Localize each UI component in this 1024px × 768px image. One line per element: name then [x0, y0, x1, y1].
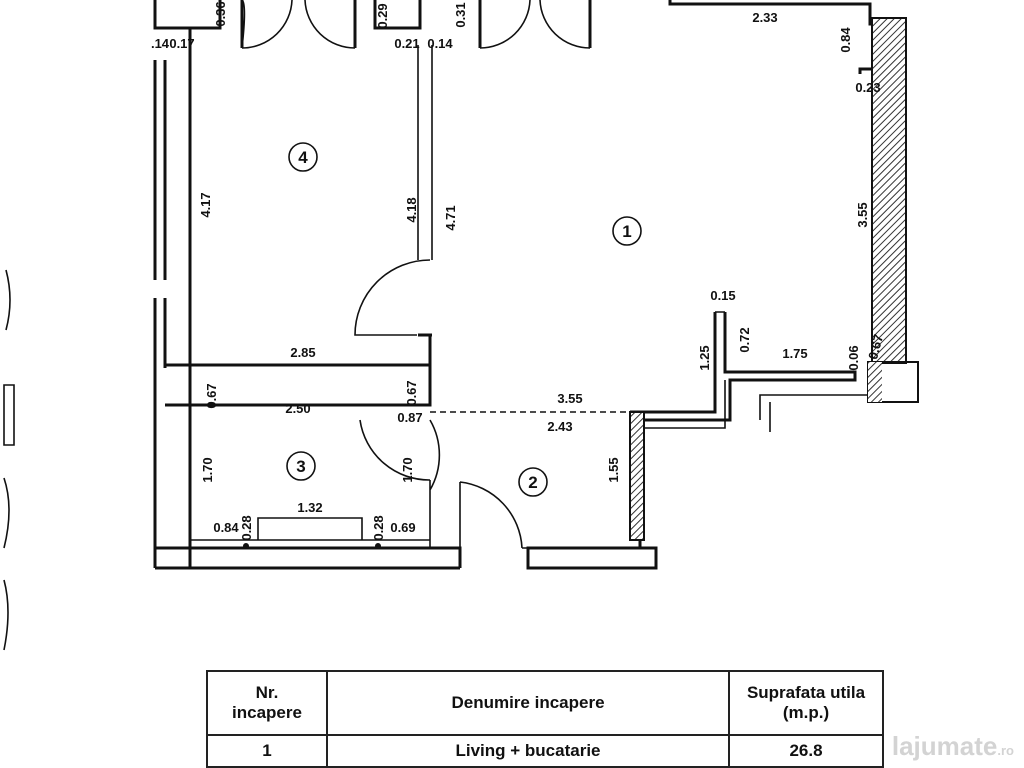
svg-text:4.18: 4.18: [404, 197, 419, 222]
watermark-tld: .ro: [997, 743, 1014, 758]
svg-text:1.25: 1.25: [697, 345, 712, 370]
cell-room-number: 1: [206, 734, 328, 768]
room-number-3: 3: [286, 451, 316, 481]
svg-text:0.23: 0.23: [855, 80, 880, 95]
svg-text:0.29: 0.29: [375, 3, 390, 28]
room-number-2: 2: [518, 467, 548, 497]
svg-text:1.70: 1.70: [400, 457, 415, 482]
svg-text:0.31: 0.31: [453, 2, 468, 27]
svg-text:.14: .14: [151, 36, 170, 51]
svg-text:3: 3: [296, 457, 305, 476]
svg-text:0.67: 0.67: [204, 383, 219, 408]
table-row: 1 Living + bucatarie 26.8: [206, 734, 884, 768]
svg-text:1.70: 1.70: [200, 457, 215, 482]
svg-text:1.55: 1.55: [606, 457, 621, 482]
svg-text:1.75: 1.75: [782, 346, 807, 361]
room-number-4: 4: [288, 142, 318, 172]
table-header-row: Nr. incapere Denumire incapere Suprafata…: [206, 670, 884, 736]
svg-text:0.15: 0.15: [710, 288, 735, 303]
svg-text:1: 1: [622, 222, 631, 241]
walls: [153, 0, 919, 570]
svg-text:0.06: 0.06: [846, 345, 861, 370]
svg-text:0.28: 0.28: [371, 515, 386, 540]
svg-text:4.17: 4.17: [198, 192, 213, 217]
dimension-labels: 2.33 0.84 0.23 .14 0.17 0.21 0.14 0.36 0…: [151, 1, 886, 540]
svg-text:0.69: 0.69: [390, 520, 415, 535]
header-room-name: Denumire incapere: [326, 670, 730, 736]
svg-text:0.72: 0.72: [737, 327, 752, 352]
svg-text:0.17: 0.17: [169, 36, 194, 51]
left-edge-fragments: [3, 269, 15, 651]
svg-text:2.33: 2.33: [752, 10, 777, 25]
svg-text:2.85: 2.85: [290, 345, 315, 360]
svg-text:0.36: 0.36: [213, 1, 228, 26]
svg-text:4: 4: [298, 148, 308, 167]
svg-text:0.67: 0.67: [865, 333, 886, 361]
svg-text:0.87: 0.87: [397, 410, 422, 425]
floor-plan: 1 2 3 4 2.33 0.84 0.23 .14 0.17 0.21 0.1…: [3, 0, 919, 651]
cell-room-name: Living + bucatarie: [326, 734, 730, 768]
svg-text:0.67: 0.67: [404, 380, 419, 405]
header-area: Suprafata utila (m.p.): [728, 670, 884, 736]
watermark-brand: lajumate: [891, 731, 998, 761]
svg-text:2.50: 2.50: [285, 401, 310, 416]
svg-text:0.84: 0.84: [838, 27, 853, 53]
svg-text:2.43: 2.43: [547, 419, 572, 434]
svg-text:3.55: 3.55: [557, 391, 582, 406]
svg-text:0.14: 0.14: [427, 36, 453, 51]
svg-text:0.84: 0.84: [213, 520, 239, 535]
room-number-1: 1: [612, 216, 642, 246]
cell-area: 26.8: [728, 734, 884, 768]
svg-text:0.21: 0.21: [394, 36, 419, 51]
header-room-number: Nr. incapere: [206, 670, 328, 736]
room-area-table: Nr. incapere Denumire incapere Suprafata…: [206, 670, 884, 768]
svg-text:1.32: 1.32: [297, 500, 322, 515]
watermark: lajumate.ro: [892, 731, 1014, 762]
svg-text:4.71: 4.71: [443, 205, 458, 230]
svg-text:3.55: 3.55: [855, 202, 870, 227]
svg-text:2: 2: [528, 473, 537, 492]
svg-text:0.28: 0.28: [239, 515, 254, 540]
